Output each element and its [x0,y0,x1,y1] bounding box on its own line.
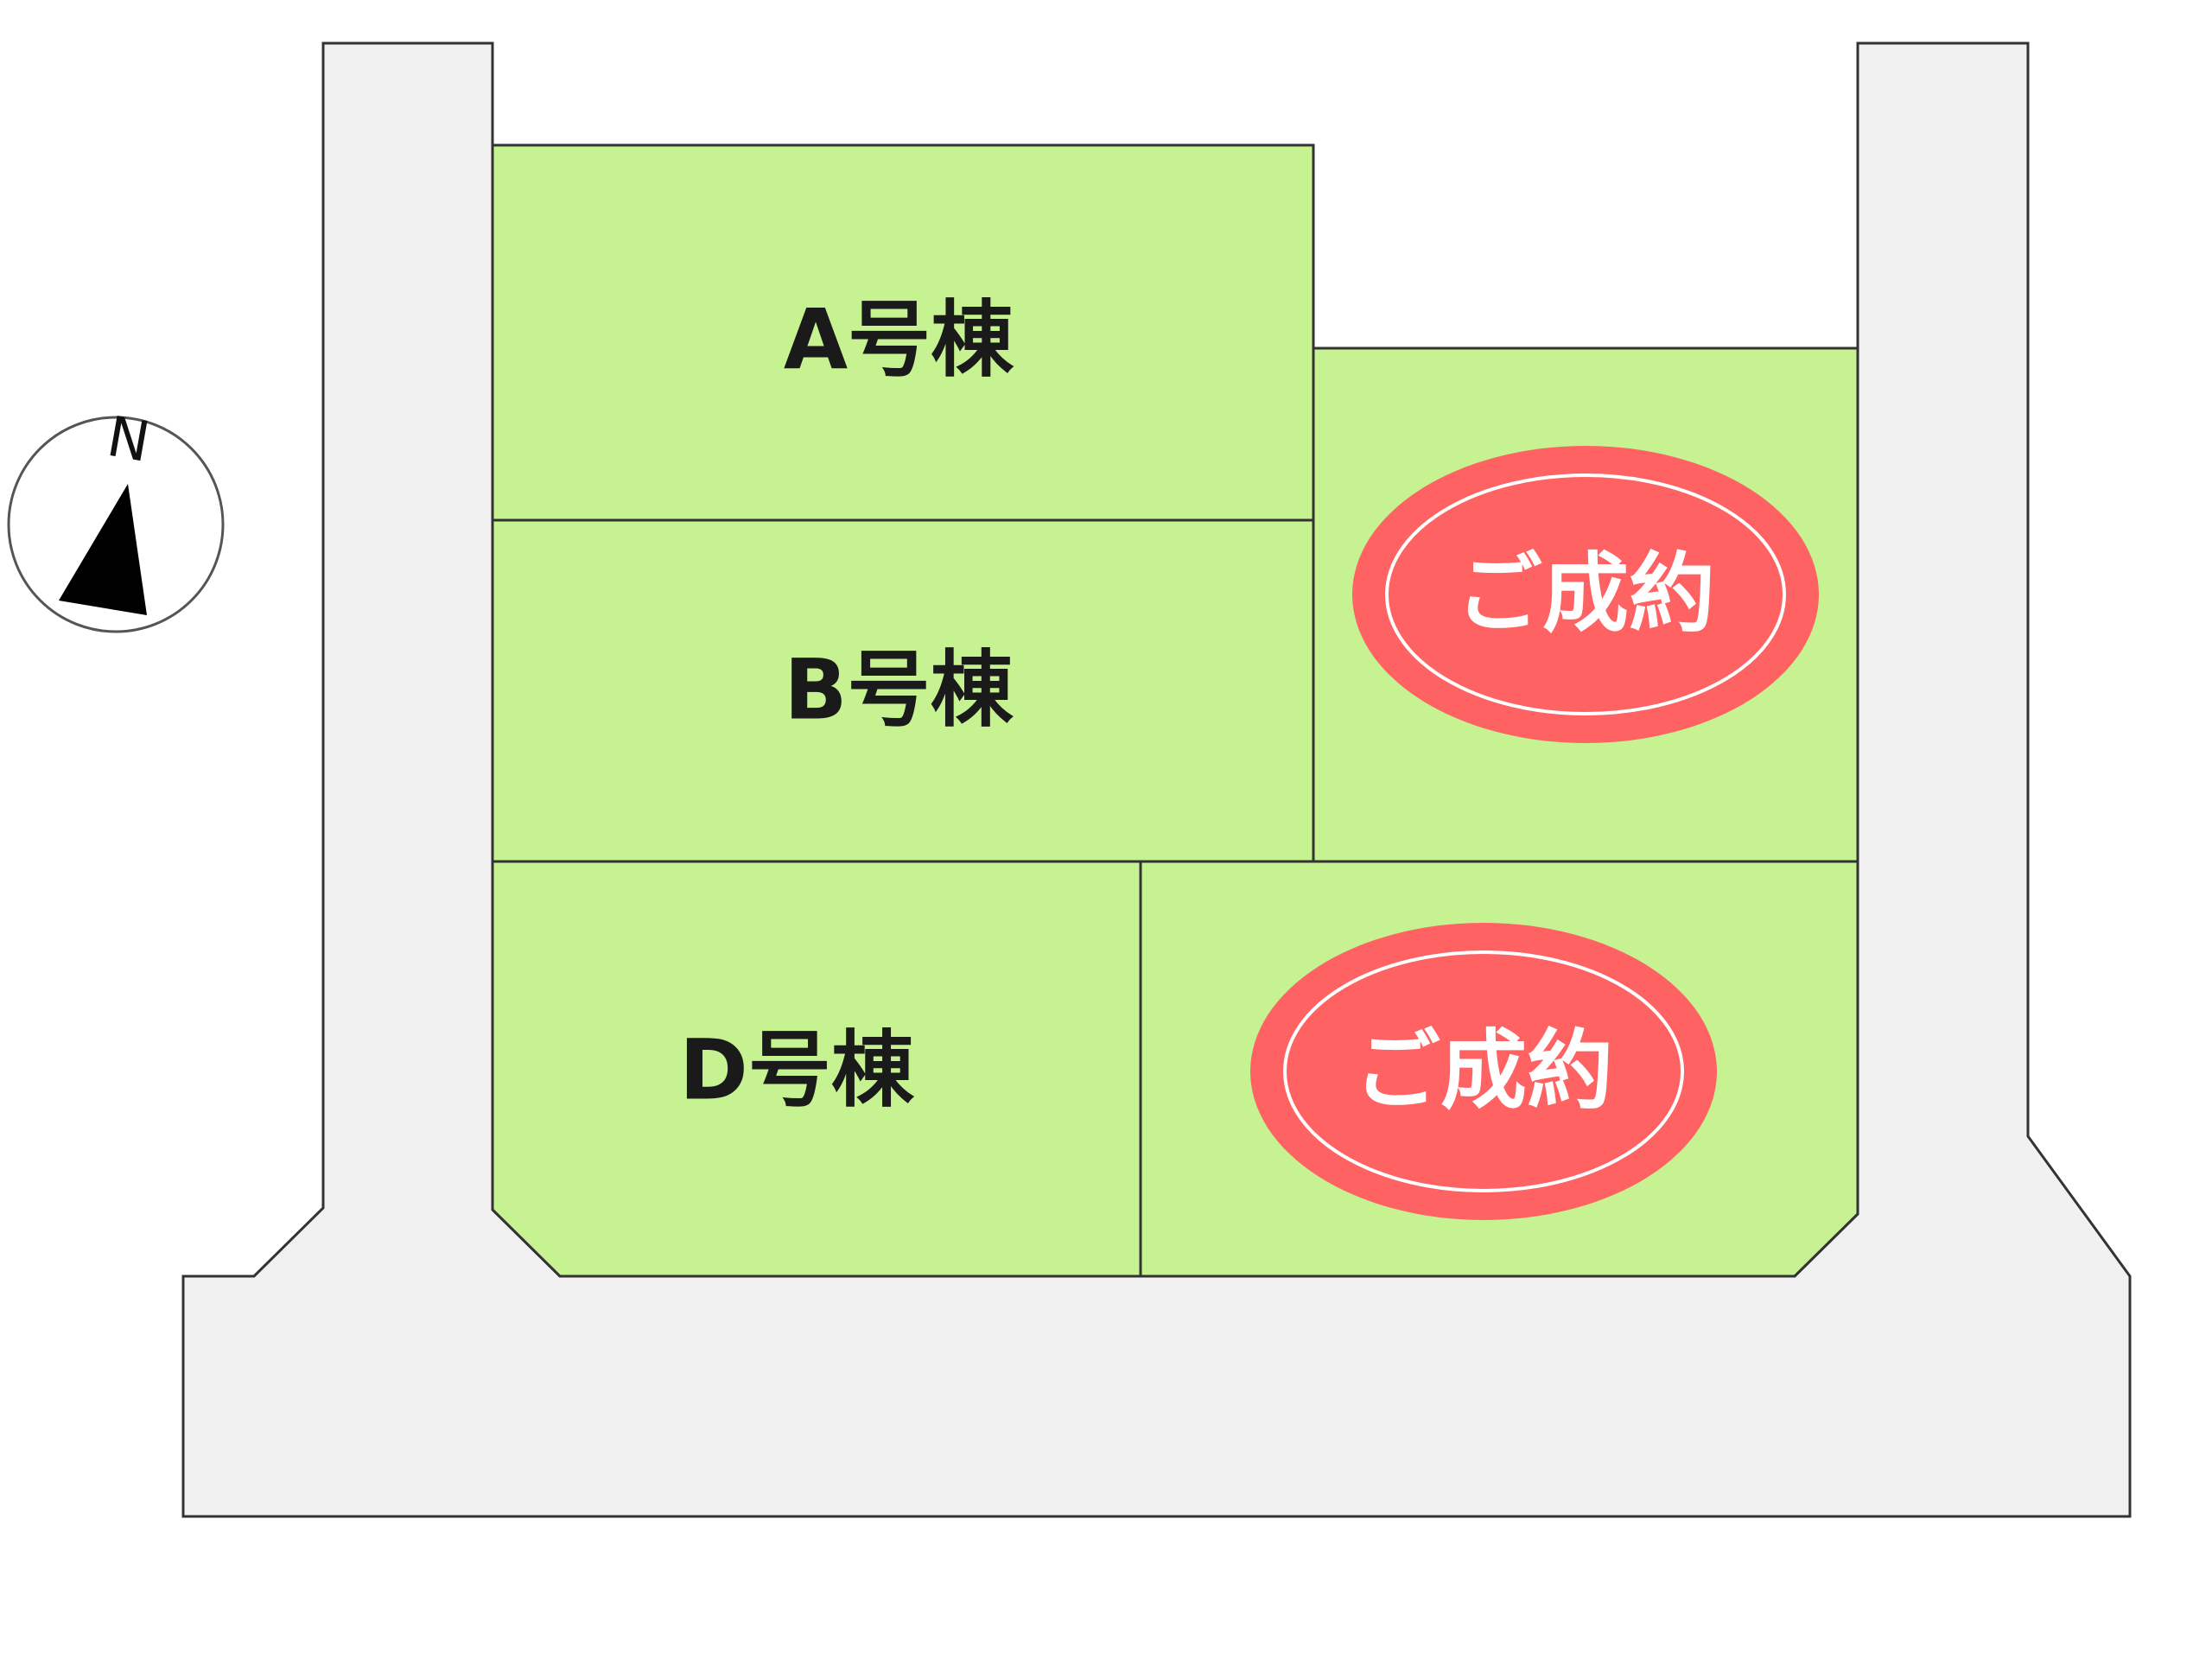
sold-badge-e-fill [1250,923,1717,1220]
lot-d-label: D号棟 [679,1021,915,1118]
sold-badge-e: ご成約 [1250,923,1717,1220]
lot-d[interactable] [491,860,1142,1278]
north-compass: N [7,405,225,633]
north-arrow-icon [59,484,147,615]
sold-badge-c-text: ご成約 [1456,543,1715,644]
lot-a[interactable] [491,143,1315,522]
sold-badge-c-ring [1385,474,1786,715]
sold-badge-c: ご成約 [1352,446,1819,743]
lot-b[interactable] [491,518,1315,863]
lot-b-label: B号棟 [784,641,1014,738]
lot-a-label: A号棟 [784,291,1014,388]
sold-badge-c-fill [1352,446,1819,743]
sold-badge-e-ring [1283,950,1684,1192]
sold-badge-e-text: ご成約 [1354,1020,1613,1121]
